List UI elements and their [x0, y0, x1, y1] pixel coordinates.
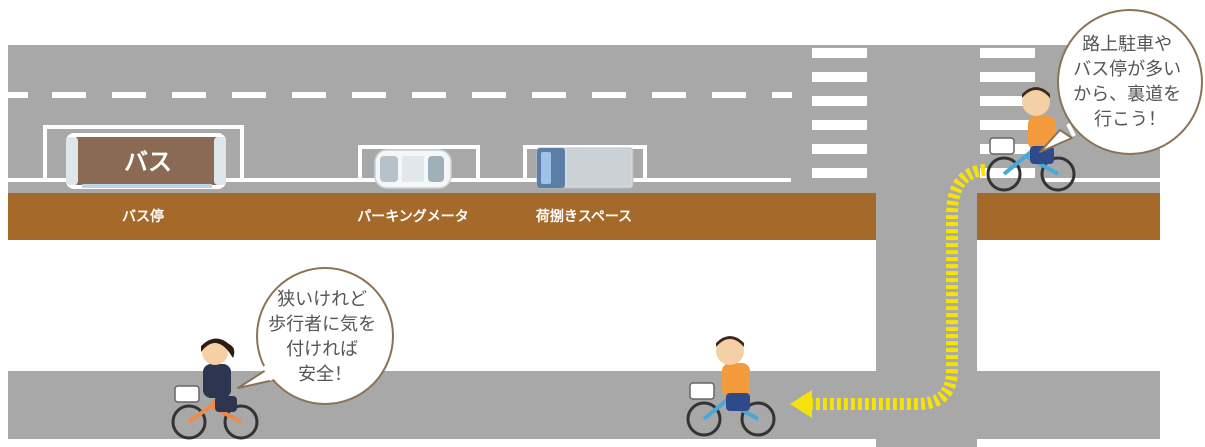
bubble-bottom-line-2: 歩行者に気を [268, 314, 376, 335]
bus: バス [66, 133, 226, 189]
loading-space-bay [523, 145, 647, 180]
cyclist-girl [171, 338, 259, 440]
bubble-bottom-line-1: 狭いけれど [277, 289, 367, 310]
bus-stop-label: バス停 [122, 208, 164, 225]
bubble-top-line-4: 行こう！ [1094, 109, 1166, 130]
delivery-truck [536, 147, 634, 189]
bus-label: バス [124, 148, 172, 176]
edge-line-right [1045, 178, 1160, 182]
svg-text:狭いけれど 歩行者に気を 付ければ: 狭いけれど 歩行者に気を 付ければ 安全！ [268, 289, 382, 385]
bubble-top-line-3: から、裏道を [1073, 84, 1181, 105]
bubble-top-line-1: 路上駐車や [1082, 34, 1172, 55]
speech-bubble-bottom-left: 狭いけれど 歩行者に気を 付ければ 安全！ [237, 267, 394, 405]
bubble-top-line-2: バス停が多い [1073, 59, 1181, 80]
bubble-bottom-line-3: 付ければ [286, 339, 358, 360]
loading-space-label: 荷捌きスペース [535, 208, 632, 225]
route-arrow [790, 164, 986, 418]
parking-meter-label: パーキングメータ [357, 208, 469, 225]
svg-text:路上駐車や バス停が多い から、裏道: 路上駐車や バス停が多い から、裏道を 行こう！ [1073, 34, 1187, 130]
route-arrow-head [790, 390, 812, 418]
back-road [8, 371, 1160, 439]
sidewalk-left [8, 193, 876, 240]
sidewalk-right [977, 193, 1160, 240]
center-dashed-line [8, 92, 792, 98]
parked-car [374, 149, 452, 189]
cyclist-boy-bottom [686, 336, 776, 437]
crosswalk-left [812, 48, 867, 178]
bubble-bottom-line-4: 安全！ [298, 364, 352, 385]
bus-stop-bay [43, 125, 244, 180]
speech-bubble-top-right: 路上駐車や バス停が多い から、裏道を 行こう！ [1039, 9, 1203, 155]
parking-meter-bay [358, 145, 480, 180]
